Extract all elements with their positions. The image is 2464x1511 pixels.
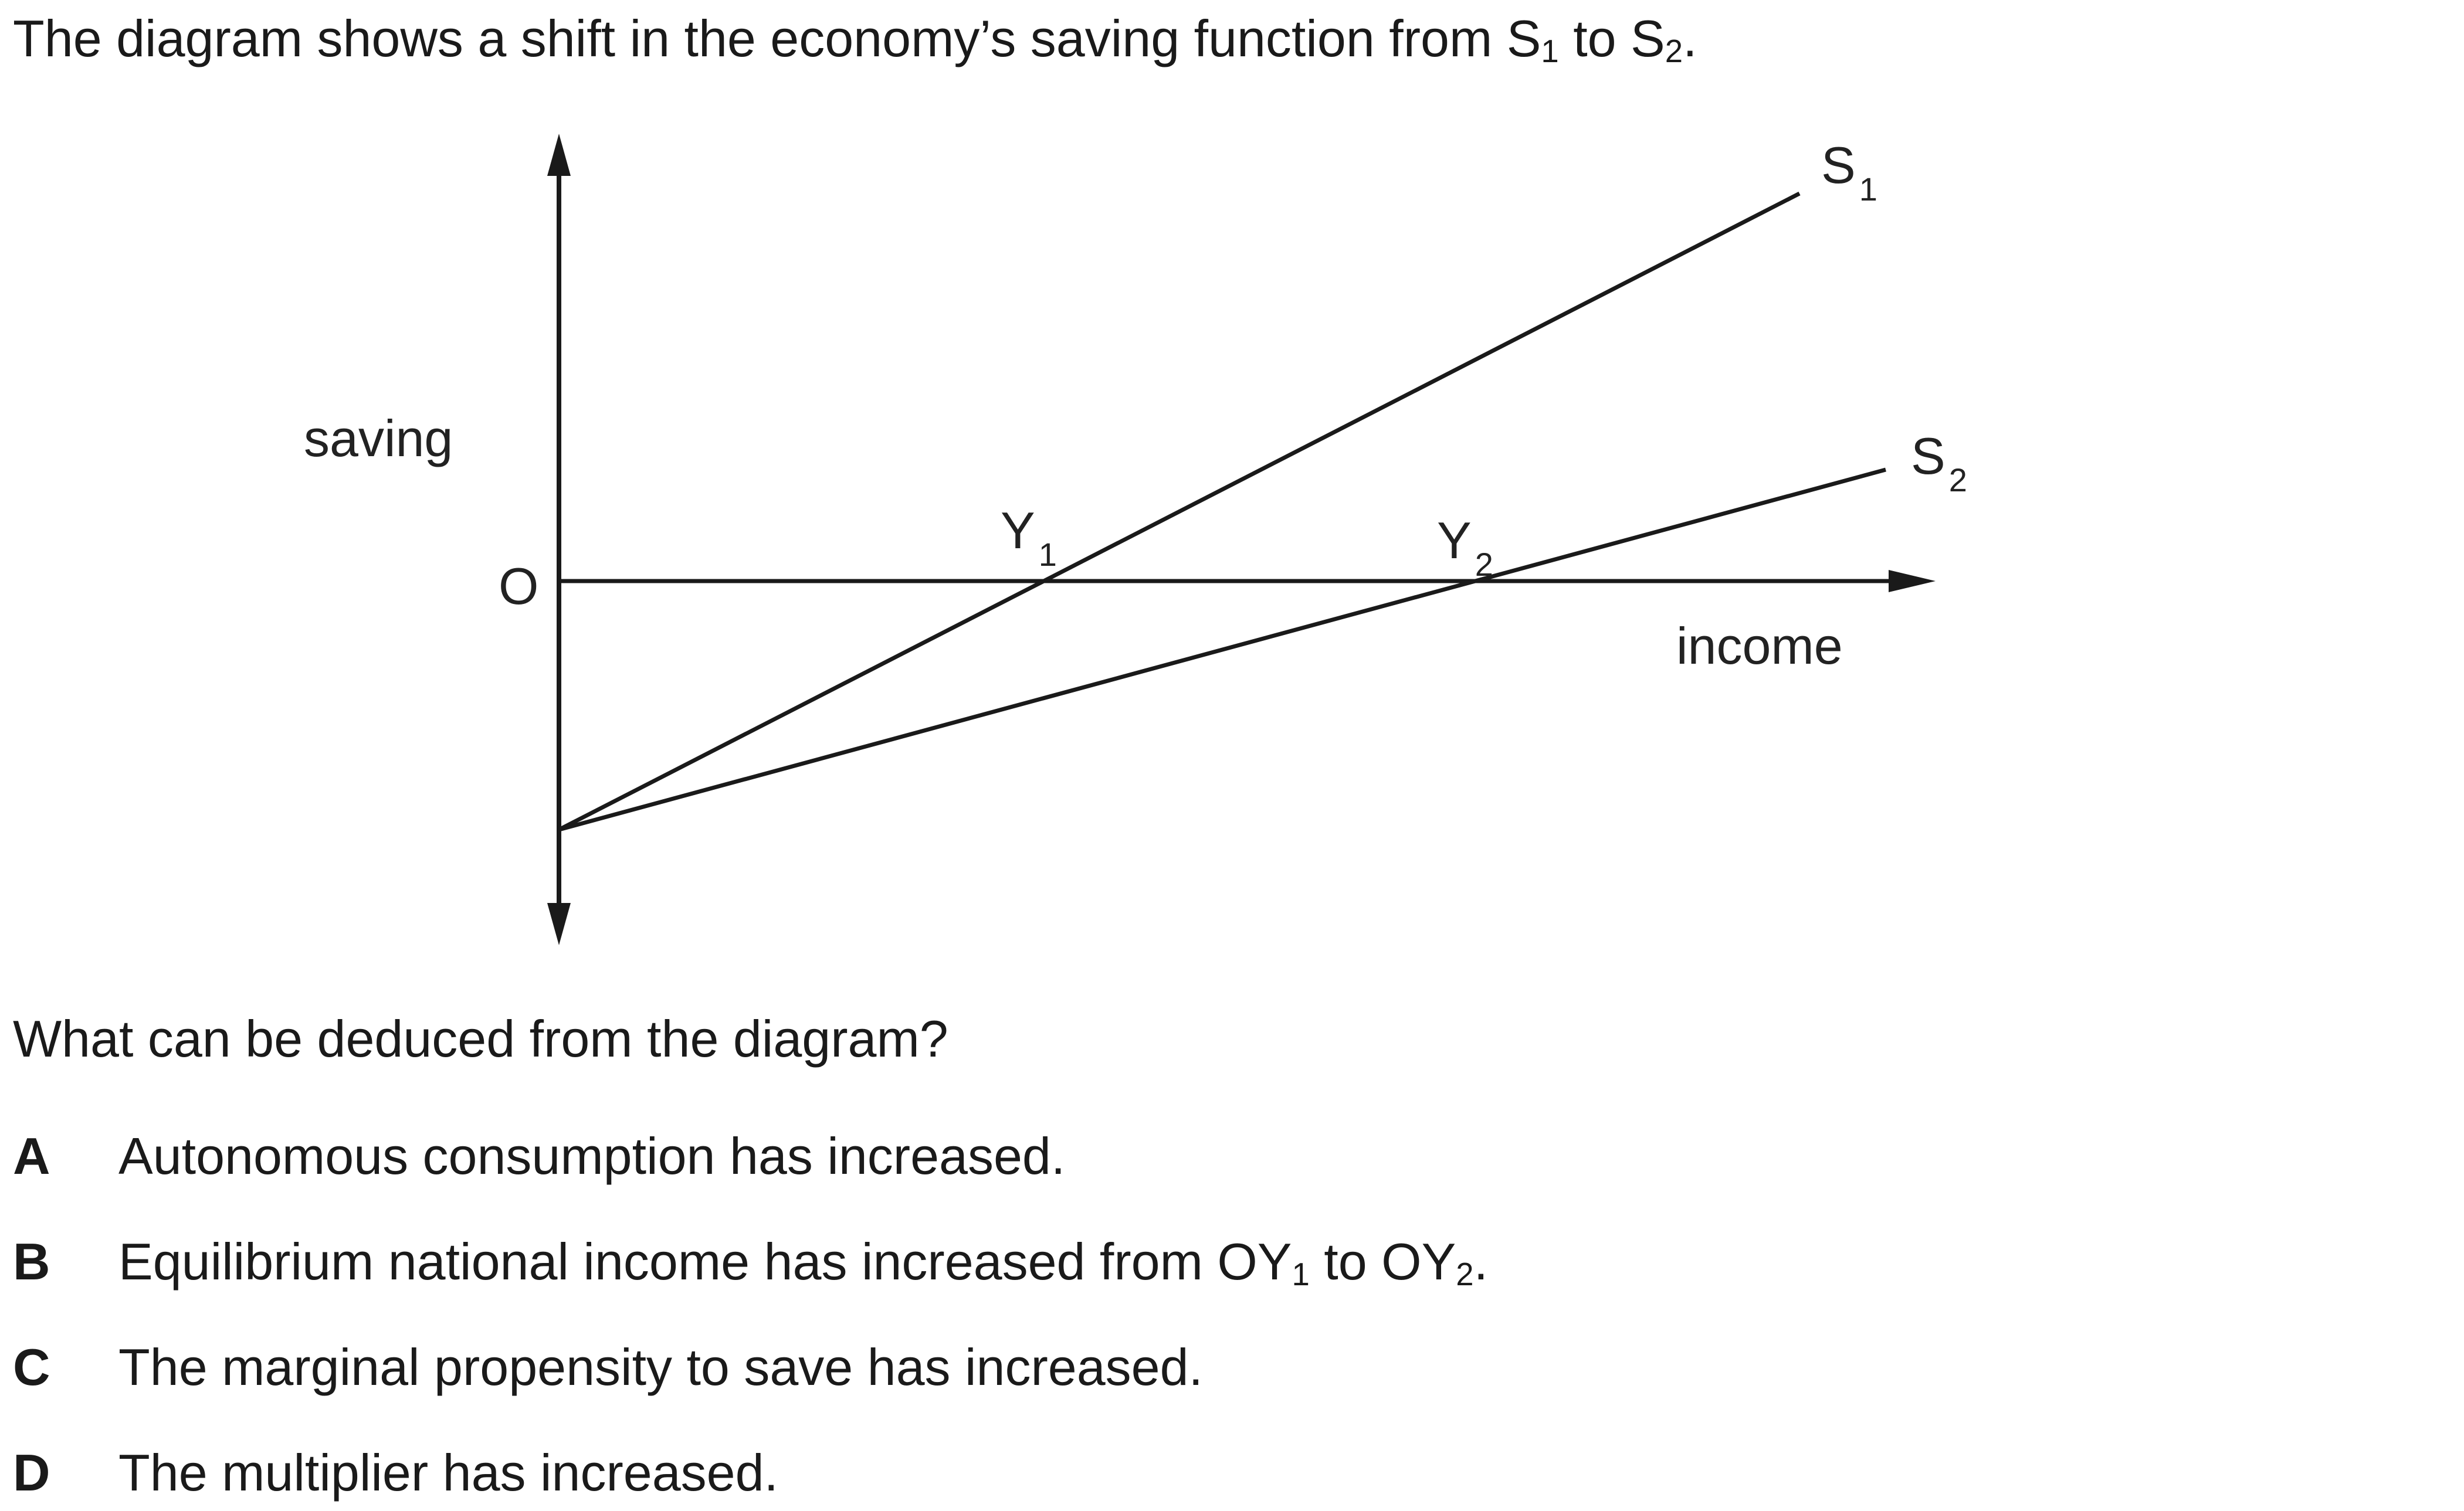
origin-label: O	[499, 557, 538, 615]
x-axis-label: income	[1676, 617, 1843, 675]
option-text-d: The multiplier has increased.	[118, 1444, 778, 1502]
option-b-sub-1: 1	[1292, 1256, 1310, 1292]
intercept-label-y1-main: Y	[1001, 501, 1035, 559]
intro-main: The diagram shows a shift in the economy…	[13, 9, 1541, 67]
x-axis-arrow-icon	[1889, 570, 1936, 592]
intro-end: .	[1683, 9, 1697, 67]
curve-s2	[558, 467, 1886, 832]
curve-s1	[558, 191, 1801, 832]
intro-sub-1: 1	[1541, 33, 1559, 69]
curve-label-s2-main: S	[1911, 427, 1946, 485]
option-letter-d: D	[13, 1444, 50, 1502]
option-b-sub-2: 2	[1456, 1256, 1474, 1292]
curve-label-s1-main: S	[1821, 136, 1856, 194]
option-letter-c: C	[13, 1338, 50, 1396]
curve-label-s2-sub: 2	[1949, 461, 1967, 498]
intro-text: The diagram shows a shift in the economy…	[13, 13, 1697, 67]
y-axis-arrow-up-icon	[547, 134, 571, 176]
y-axis-arrow-down-icon	[547, 903, 571, 945]
option-d[interactable]: D The multiplier has increased.	[13, 1447, 778, 1499]
intro-sub-2: 2	[1665, 33, 1683, 69]
option-text-b: Equilibrium national income has increase…	[118, 1232, 1292, 1291]
option-letter-b: B	[13, 1232, 50, 1291]
option-b-end: .	[1473, 1232, 1489, 1291]
intercept-label-y1-sub: 1	[1039, 536, 1057, 573]
option-text-a: Autonomous consumption has increased.	[118, 1127, 1066, 1185]
curve-label-s1-sub: 1	[1859, 171, 1877, 208]
option-letter-a: A	[13, 1127, 50, 1185]
option-text-c: The marginal propensity to save has incr…	[118, 1338, 1203, 1396]
question-text: What can be deduced from the diagram?	[13, 1010, 948, 1068]
option-b-mid: to OY	[1309, 1232, 1456, 1291]
option-a[interactable]: A Autonomous consumption has increased.	[13, 1130, 1065, 1182]
intercept-label-y2-main: Y	[1437, 511, 1472, 569]
y-axis-label: saving	[304, 409, 453, 467]
intercept-label-y2-sub: 2	[1475, 546, 1493, 583]
option-b[interactable]: B Equilibrium national income has increas…	[13, 1232, 1488, 1291]
intro-mid: to S	[1558, 9, 1665, 67]
